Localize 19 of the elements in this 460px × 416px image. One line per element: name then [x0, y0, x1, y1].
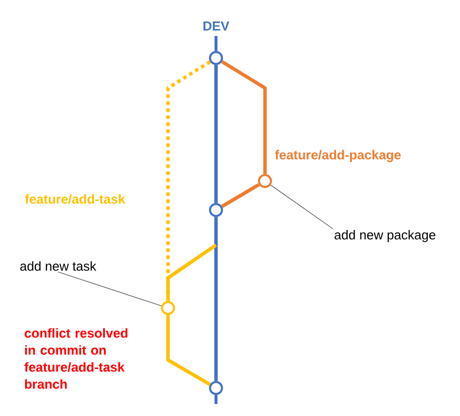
branch-line: [221, 183, 260, 208]
leader-line: [270, 184, 334, 230]
leader-line: [58, 272, 162, 306]
commit-circle: [258, 174, 272, 188]
branch-name: feature/add-package: [275, 150, 401, 162]
branch-line: [214, 217, 218, 381]
note-text: conflict resolved in commit on feature/add-task branch: [24, 328, 128, 389]
branch-line: [166, 315, 211, 386]
branch-line: [214, 65, 218, 203]
commit-circle: [209, 203, 223, 217]
branch-line: [221, 60, 267, 174]
commit-circle: [209, 381, 223, 395]
branch-name: DEV: [204, 22, 230, 30]
branch-line: [166, 244, 217, 301]
commit-circle: [161, 301, 175, 315]
commit-label: add new package: [334, 230, 436, 242]
commit-circle: [209, 51, 223, 65]
branch-name: feature/add-task: [25, 194, 126, 204]
commit-label: add new task: [20, 261, 96, 271]
